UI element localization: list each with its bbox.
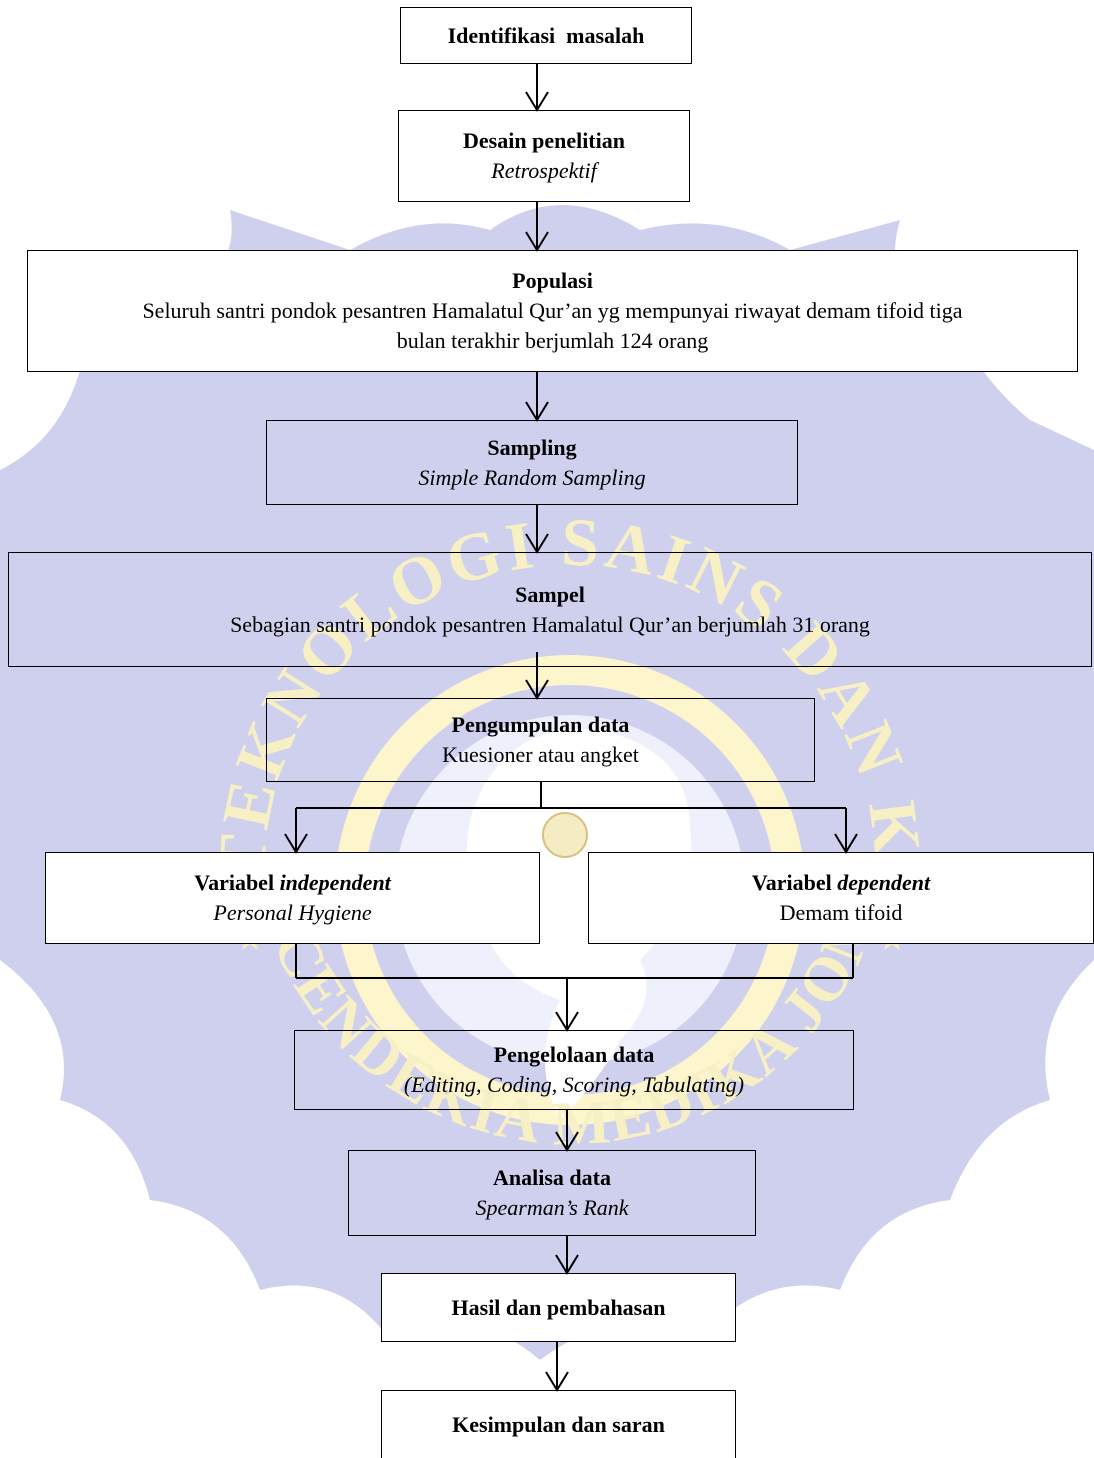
step-identifikasi-masalah: Identifikasi masalah <box>400 7 692 64</box>
step-title-italic: dependent <box>837 870 931 895</box>
step-description: Sebagian santri pondok pesantren Hamalat… <box>230 611 870 637</box>
step-title: Hasil dan pembahasan <box>451 1294 666 1320</box>
step-analisa-data: Analisa data Spearman’s Rank <box>348 1150 756 1236</box>
step-subtitle: Personal Hygiene <box>213 900 372 925</box>
step-title: Identifikasi masalah <box>447 22 645 48</box>
step-title: Pengumpulan data <box>451 712 630 737</box>
step-subtitle: Retrospektif <box>491 158 597 183</box>
step-title-italic: independent <box>279 870 391 895</box>
step-kesimpulan-saran: Kesimpulan dan saran <box>381 1390 736 1458</box>
step-subtitle: Demam tifoid <box>779 900 903 925</box>
step-description: Seluruh santri pondok pesantren Hamalatu… <box>142 298 963 323</box>
step-populasi: Populasi Seluruh santri pondok pesantren… <box>27 250 1078 372</box>
step-title: Variabel independent <box>194 868 391 898</box>
step-title-prefix: Variabel <box>751 870 838 895</box>
watermark-emblem <box>542 812 588 858</box>
step-subtitle: (Editing, Coding, Scoring, Tabulating) <box>403 1072 745 1097</box>
step-title: Variabel dependent <box>752 868 930 898</box>
step-subtitle: Spearman’s Rank <box>475 1195 629 1220</box>
step-title: Analisa data <box>493 1165 611 1190</box>
step-subtitle: Simple Random Sampling <box>418 464 646 490</box>
step-pengelolaan-data: Pengelolaan data (Editing, Coding, Scori… <box>294 1030 854 1110</box>
step-description: bulan terakhir berjumlah 124 orang <box>396 328 709 353</box>
step-sampel: Sampel Sebagian santri pondok pesantren … <box>8 552 1092 667</box>
step-sampling: Sampling Simple Random Sampling <box>266 420 798 505</box>
step-variabel-independent: Variabel independent Personal Hygiene <box>45 852 540 944</box>
step-desain-penelitian: Desain penelitian Retrospektif <box>398 110 690 202</box>
watermark-hand-shape <box>466 729 692 1120</box>
step-title: Populasi <box>512 268 593 293</box>
step-subtitle: Kuesioner atau angket <box>442 742 639 767</box>
step-title: Sampel <box>515 581 585 607</box>
step-title: Kesimpulan dan saran <box>452 1411 665 1437</box>
step-pengumpulan-data: Pengumpulan data Kuesioner atau angket <box>266 698 815 782</box>
step-title: Desain penelitian <box>463 128 625 153</box>
step-title-prefix: Variabel <box>194 870 280 895</box>
step-title: Pengelolaan data <box>493 1042 655 1067</box>
step-variabel-dependent: Variabel dependent Demam tifoid <box>588 852 1094 944</box>
step-title: Sampling <box>487 434 577 460</box>
step-hasil-pembahasan: Hasil dan pembahasan <box>381 1273 736 1342</box>
